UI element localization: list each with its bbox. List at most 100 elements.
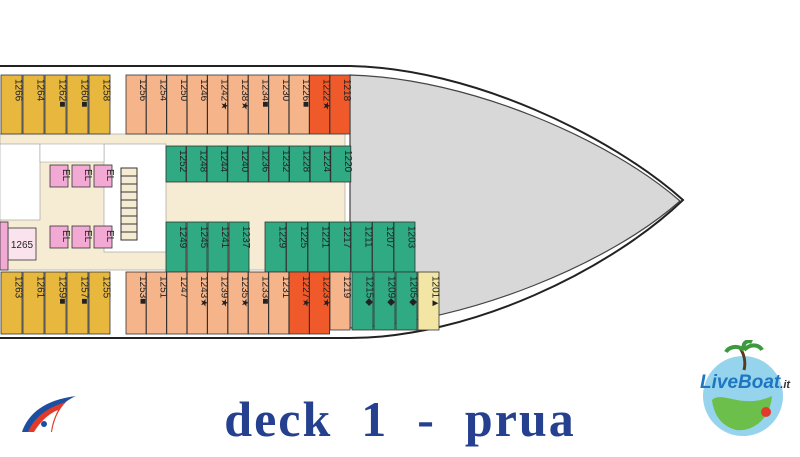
elevator: EL (71, 164, 93, 188)
cabin-number: 1240 (239, 150, 250, 173)
cabin-number: 1201▲ (430, 276, 441, 308)
cabin-number: 1207 (384, 226, 395, 249)
cabin-bottom: 1239★ (207, 271, 230, 335)
cabin-number: 1215◆ (364, 276, 375, 306)
cabin-inner-top: 1248 (186, 145, 209, 183)
cabin-top: 1242★ (207, 74, 230, 135)
cabin-1265: 1265 (7, 227, 37, 261)
cabin-number: 1226■ (300, 79, 311, 107)
cabin-number: 1263 (13, 276, 24, 299)
cabin-inner-top: 1252 (165, 145, 188, 183)
cabin-number: 1253■ (137, 276, 148, 304)
cabin-number: 1237 (240, 226, 251, 249)
cabin-number: 1232 (280, 150, 291, 173)
cabin-inner-top: 1236 (247, 145, 270, 183)
cabin-number: 1255 (101, 276, 112, 299)
cabin-top: 1234■ (247, 74, 270, 135)
cabin-top: 1264 (22, 74, 46, 135)
cabin-number: 1251 (157, 276, 168, 299)
cabin-inner-top: 1240 (227, 145, 250, 183)
cabin-number: EL (82, 230, 93, 243)
cabin-bottom: 1231 (268, 271, 291, 335)
cabin-number: 1264 (35, 79, 46, 102)
cabin-number: 1224 (321, 150, 332, 173)
cabin-inner-top: 1244 (206, 145, 229, 183)
stairs (120, 167, 138, 241)
cabin-number: 1247 (178, 276, 189, 299)
cabin-top: 1246 (186, 74, 209, 135)
cabin-inner-bottom: 1203 (393, 221, 417, 273)
cabin-number: 1262■ (57, 79, 68, 107)
cabin-number: 1241 (219, 226, 230, 249)
cabin-inner-bottom: 1249 (165, 221, 188, 273)
cabin-inner-bottom: 1225 (286, 221, 309, 273)
bow-area (349, 74, 681, 329)
cabin-bottom: 1247 (166, 271, 189, 335)
liveboat-logo-text: LiveBoat.it (700, 372, 791, 393)
cabin-top: 1260■ (66, 74, 90, 135)
cabin-bottom: 1257■ (66, 271, 90, 335)
cabin-top: 1222★ (309, 74, 332, 135)
cabin-number: 1220 (342, 150, 353, 173)
cabin-bottom: 1227★ (288, 271, 311, 335)
cabin-number: 1246 (198, 79, 209, 102)
cabin-inner-top: 1224 (309, 145, 332, 183)
cabin-edge (0, 221, 9, 271)
cabin-number: 1211 (363, 226, 374, 248)
cabin-inner-bottom: 1207 (372, 221, 395, 273)
cabin-number: 1258 (101, 79, 112, 102)
cabin-number: EL (60, 230, 71, 243)
cabin-inner-bottom: 1241 (207, 221, 230, 273)
cabin-number: 1238★ (239, 79, 250, 110)
cabin-number: 1243★ (198, 276, 209, 307)
cabin-inner-top: 1232 (268, 145, 291, 183)
cabin-bottom: 1263 (0, 271, 24, 335)
cabin-inner-bottom: 1221 (307, 221, 331, 273)
cabin-top: 1256 (125, 74, 148, 135)
cabin-top: 1226■ (288, 74, 311, 135)
cabin-inner-bottom: 1211 (350, 221, 374, 273)
cabin-bottom: 1253■ (125, 271, 148, 335)
cabin-bottom: 1209◆ (373, 271, 397, 331)
cabin-number: 1257■ (79, 276, 90, 304)
cabin-bottom: 1223★ (309, 271, 332, 335)
cabin-bottom: 1233■ (247, 271, 270, 335)
cabin-number: 1218 (341, 79, 352, 102)
cabin-number: 1205◆ (408, 276, 419, 306)
cabin-number: 1242★ (219, 79, 230, 110)
cabin-number: 1250 (178, 79, 189, 102)
cabin-number: 1217 (341, 226, 352, 249)
cabin-bottom: 1243★ (186, 271, 209, 335)
cabin-number: 1233■ (259, 276, 270, 304)
cabin-number: 1221 (320, 226, 331, 249)
cabin-number: 1256 (137, 79, 148, 102)
cabin-bottom: 1201▲ (417, 271, 441, 331)
liveboat-logo (703, 340, 783, 436)
cabin-number: 1203 (406, 226, 417, 249)
cabin-bottom: 1251 (145, 271, 168, 335)
cabin-number: 1225 (298, 226, 309, 249)
cabin-inner-bottom: 1229 (264, 221, 288, 273)
cabin-number: 1245 (198, 226, 209, 249)
cabin-number: 1265 (11, 240, 34, 251)
elevator: EL (71, 225, 93, 249)
cabin-number: 1249 (177, 226, 188, 249)
cabin-bottom: 1219 (329, 271, 352, 331)
cabin-bottom: 1205◆ (395, 271, 419, 331)
cabin-top: 1254 (145, 74, 168, 135)
cabin-inner-top: 1228 (289, 145, 312, 183)
cabin-number: 1259■ (57, 276, 68, 304)
cabin-top: 1250 (166, 74, 189, 135)
cabin-number: 1254 (157, 79, 168, 102)
cabin-number: 1252 (177, 150, 188, 173)
cabin-inner-bottom: 1217 (329, 221, 352, 273)
cabin-number: 1228 (301, 150, 312, 173)
cabin-number: 1230 (280, 79, 291, 102)
cabin-inner-bottom: 1237 (228, 221, 251, 273)
cabin-bottom: 1215◆ (351, 271, 375, 331)
elevator: EL (93, 225, 115, 249)
cabin-number: 1227★ (300, 276, 311, 307)
cabin-top: 1218 (329, 74, 352, 135)
cabin-number: 1239★ (219, 276, 230, 307)
cabin-number: 1266 (13, 79, 24, 102)
